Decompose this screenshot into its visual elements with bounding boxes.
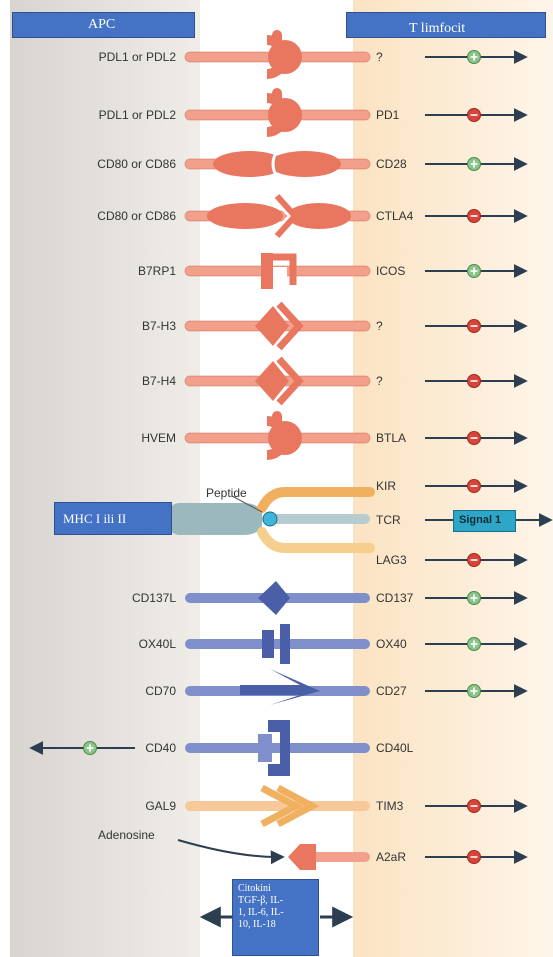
row-1-stem xyxy=(272,30,282,57)
adenosine-label: Adenosine xyxy=(98,828,155,842)
blue-row-4-ligand-label: CD40 xyxy=(145,741,176,755)
row-3-gap xyxy=(271,150,279,178)
a2ar-head xyxy=(288,844,316,870)
row-5-ligand-block xyxy=(261,253,273,289)
row-6-ligand-diamond xyxy=(255,306,289,346)
row-8-ligand-label: HVEM xyxy=(141,431,176,445)
peptide-label: Peptide xyxy=(206,486,247,500)
mhc-receptor-2-label: TCR xyxy=(376,513,401,527)
peptide-dot xyxy=(262,511,278,527)
row-5-ligand-label: B7RP1 xyxy=(137,264,176,278)
row-7-receptor-chevron xyxy=(276,356,304,406)
row-4-receptor-bulb xyxy=(287,203,351,229)
row-8-stem xyxy=(272,411,282,438)
row-5-bracket xyxy=(273,253,297,285)
blue-row-2-receptor-label: OX40 xyxy=(376,637,407,651)
lag3-stalk xyxy=(257,527,375,553)
mhc-label: MHC I ili II xyxy=(63,511,127,526)
blue-row-1-head xyxy=(258,581,290,615)
blue-row-2-head-l xyxy=(262,630,274,658)
row-4-ligand-label: CD80 or CD86 xyxy=(97,209,176,223)
mhc-molecule xyxy=(168,503,262,535)
row-1-receptor-label: ? xyxy=(376,50,383,64)
tim3-receptor-label: TIM3 xyxy=(376,799,404,813)
signal-1-label: Signal 1 xyxy=(459,514,502,526)
gal9-stalk xyxy=(185,801,370,811)
signal-1-box: Signal 1 xyxy=(453,510,516,532)
row-7-receptor-label: ? xyxy=(376,374,383,388)
cytokines-line-4: 10, IL-18 xyxy=(238,919,276,930)
row-6-receptor-chevron xyxy=(276,301,304,351)
blue-row-3-receptor-label: CD27 xyxy=(376,684,407,698)
a2ar-receptor-label: A2aR xyxy=(376,850,407,864)
tcell-header: T limfocit xyxy=(346,12,546,38)
blue-row-4-head-bracket xyxy=(268,720,290,776)
blue-row-4-stalk xyxy=(185,743,370,753)
cytokines-box: Citokini TGF-β, IL- 1, IL-6, IL- 10, IL-… xyxy=(232,879,319,956)
blue-row-3-ligand-label: CD70 xyxy=(145,684,176,698)
tim3-chevron xyxy=(276,784,320,828)
apc-header: APC xyxy=(12,12,195,38)
blue-row-2-head-r xyxy=(280,624,290,664)
gal9-ligand-label: GAL9 xyxy=(145,799,176,813)
blue-row-1-ligand-label: CD137L xyxy=(131,591,176,605)
row-4-chevron xyxy=(274,193,300,239)
gal9-chevron xyxy=(260,784,304,828)
tcr-stalk xyxy=(262,514,370,524)
row-4-receptor-label: CTLA4 xyxy=(376,209,414,223)
row-7-ligand-diamond xyxy=(255,361,289,401)
row-2-stem xyxy=(272,88,282,115)
cytokines-line-1: Citokini xyxy=(238,883,271,894)
row-6-ligand-label: B7-H3 xyxy=(141,319,176,333)
blue-row-1-receptor-label: CD137 xyxy=(376,591,414,605)
mhc-receptor-3-label: LAG3 xyxy=(376,553,407,567)
tcell-title: T limfocit xyxy=(409,21,466,36)
cytokines-line-3: 1, IL-6, IL- xyxy=(238,907,284,918)
row-5-gap xyxy=(273,267,287,281)
blue-row-4-head-block xyxy=(258,734,272,762)
peptide-pointer xyxy=(231,495,263,513)
mhc-label-box: MHC I ili II xyxy=(54,502,172,535)
apc-title: APC xyxy=(88,17,116,32)
row-3-receptor-label: CD28 xyxy=(376,157,407,171)
row-6-receptor-label: ? xyxy=(376,319,383,333)
row-3-ligand-bulb xyxy=(213,151,285,177)
row-8-receptor-label: BTLA xyxy=(376,431,407,445)
mhc-receptor-1-label: KIR xyxy=(376,479,397,493)
row-5-receptor-label: ICOS xyxy=(376,264,406,278)
row-4-ligand-bulb xyxy=(207,203,283,229)
blue-row-2-ligand-label: OX40L xyxy=(138,637,176,651)
row-3-receptor-bulb xyxy=(269,151,341,177)
cytokines-line-2: TGF-β, IL- xyxy=(238,895,284,906)
row-7-ligand-label: B7-H4 xyxy=(141,374,176,388)
row-1-ligand-label: PDL1 or PDL2 xyxy=(98,50,176,64)
row-3-ligand-label: CD80 or CD86 xyxy=(97,157,176,171)
blue-row-4-receptor-label: CD40L xyxy=(376,741,414,755)
blue-row-2-stalk xyxy=(185,639,370,649)
adenosine-arrow xyxy=(177,839,285,865)
blue-row-3-head xyxy=(240,669,320,705)
row-2-ligand-label: PDL1 or PDL2 xyxy=(98,108,176,122)
apc-region xyxy=(10,0,200,957)
row-2-receptor-label: PD1 xyxy=(376,108,400,122)
kir-stalk xyxy=(257,487,375,513)
